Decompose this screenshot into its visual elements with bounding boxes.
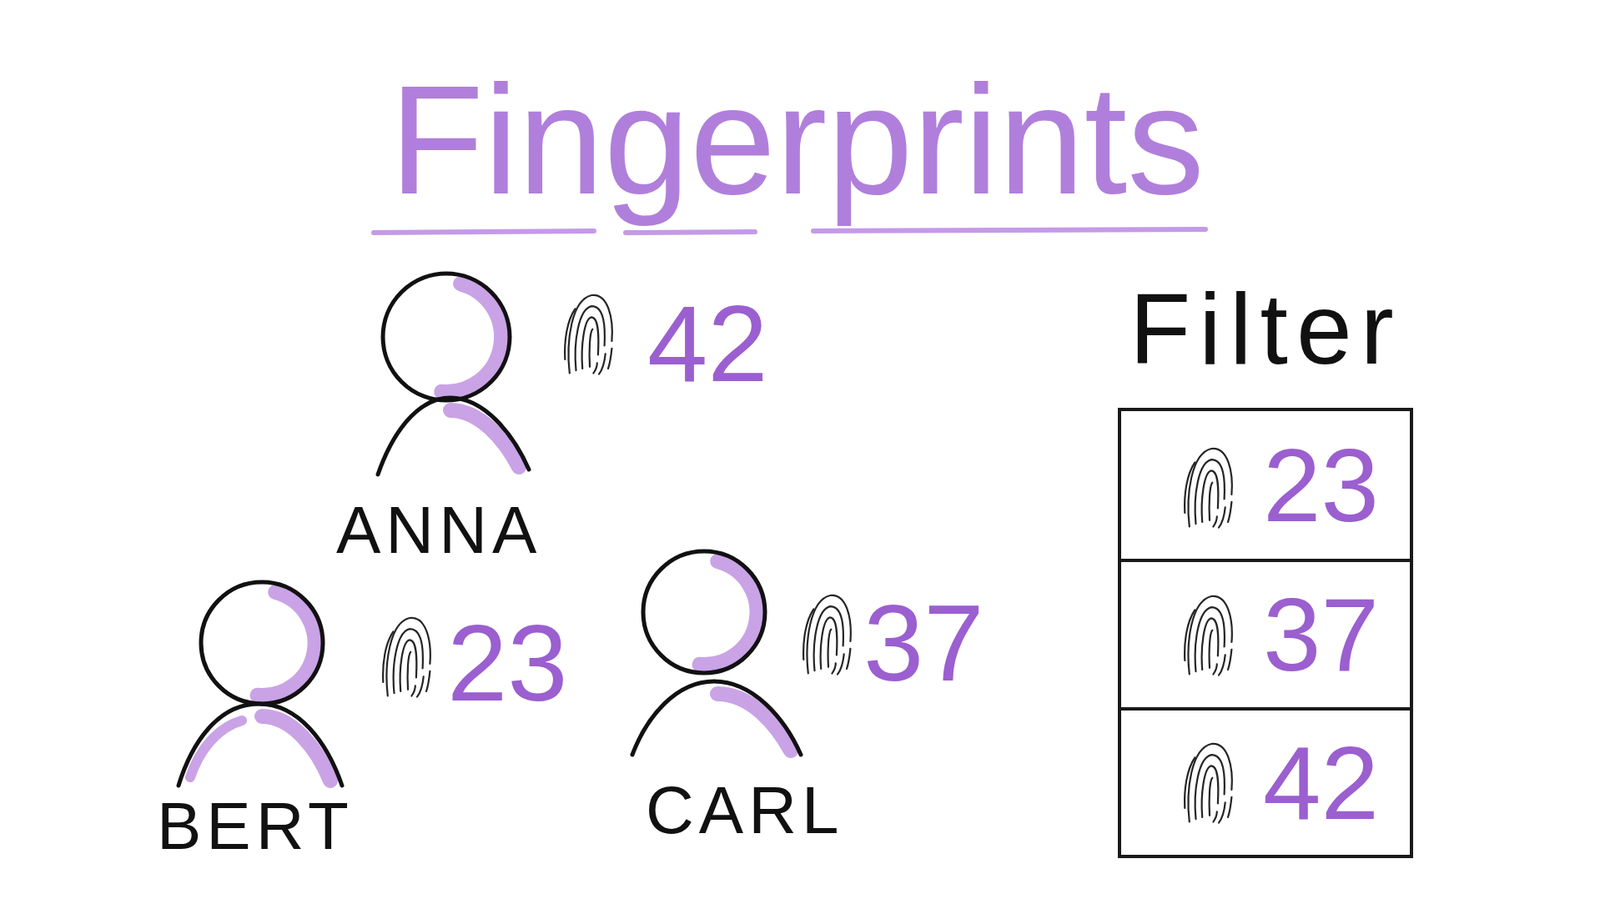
- fingerprint-icon: [803, 595, 851, 675]
- fingerprint-number: 42: [1262, 730, 1379, 836]
- person-icon: [178, 582, 343, 786]
- person-name: ANNA: [336, 497, 542, 564]
- fingerprint-number: 37: [1262, 582, 1379, 687]
- fingerprint-number: 23: [447, 608, 569, 718]
- filter-cell: 42: [1121, 707, 1410, 856]
- person-icon: [377, 273, 529, 475]
- title-underline: [373, 229, 1206, 233]
- fingerprint-icon: [564, 295, 613, 375]
- fingerprint-icon: [1184, 744, 1233, 824]
- fingerprint-number: 42: [647, 289, 769, 398]
- fingerprint-icon: [1184, 596, 1233, 676]
- filter-cell: 23: [1121, 411, 1410, 559]
- fingerprint-number: 37: [863, 588, 985, 698]
- fingerprint-icon: [1184, 448, 1233, 529]
- person-name: CARL: [645, 777, 844, 845]
- fingerprint-icon: [382, 618, 431, 698]
- filter-cell: 37: [1121, 558, 1410, 707]
- person-icon: [632, 551, 801, 755]
- filter-box: Filter233742: [1117, 407, 1414, 859]
- filter-heading: Filter: [1129, 278, 1403, 379]
- fingerprint-number: 23: [1262, 432, 1379, 538]
- person-name: BERT: [156, 793, 354, 861]
- title: Fingerprints: [389, 63, 1205, 218]
